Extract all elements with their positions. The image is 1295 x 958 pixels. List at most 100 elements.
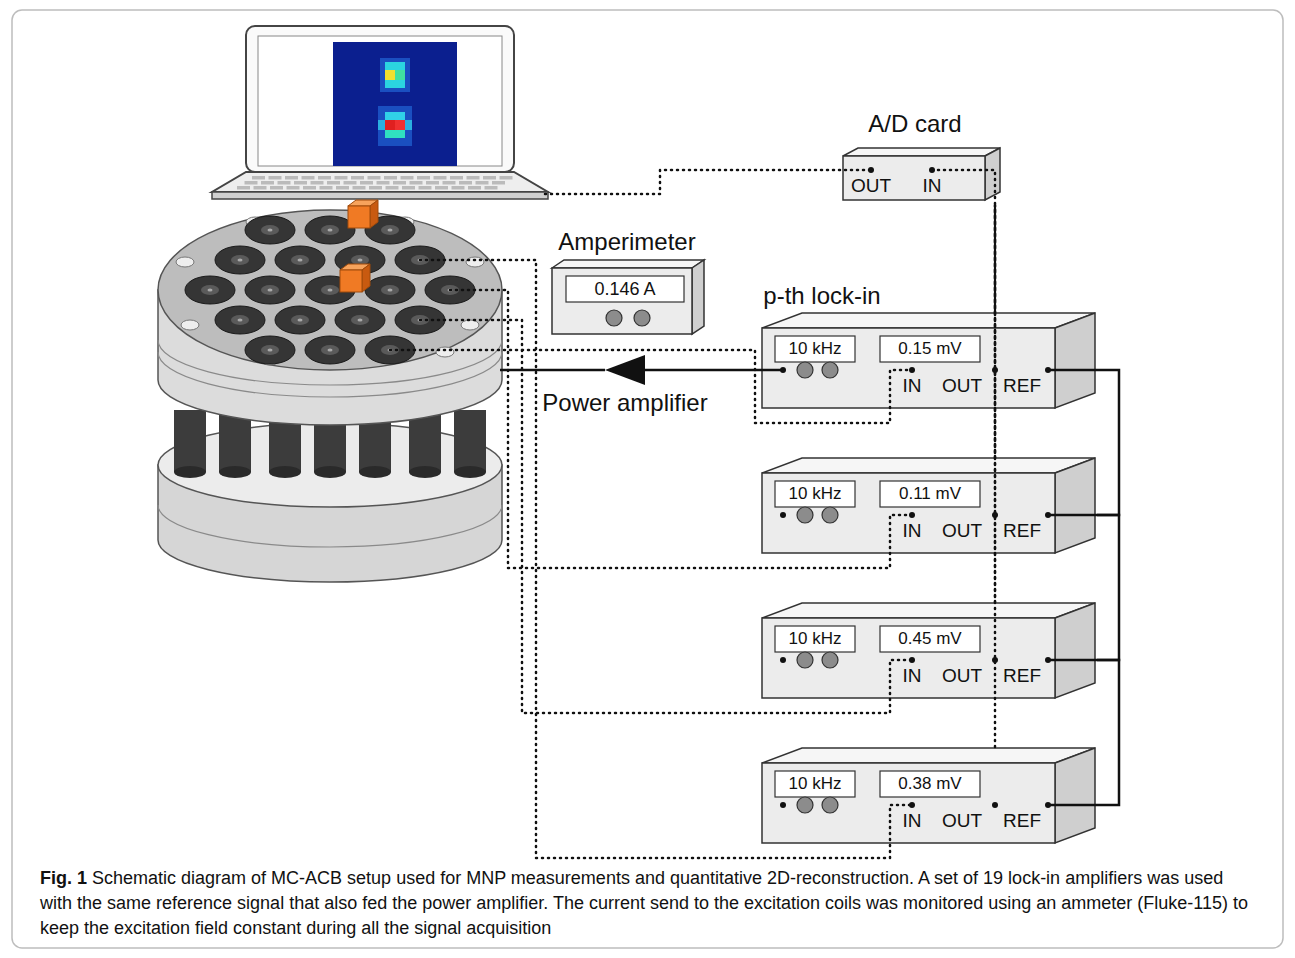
knob (797, 362, 813, 378)
box-top (843, 148, 1000, 156)
coil-core (381, 345, 399, 355)
graphic (405, 120, 412, 130)
box-side (985, 148, 1000, 200)
coil-core (411, 255, 429, 265)
key (419, 186, 432, 190)
coil-column-end (219, 466, 251, 478)
box-top (552, 260, 704, 268)
terminal-label: REF (1003, 665, 1041, 687)
display (775, 771, 855, 797)
amplifier-triangle (605, 355, 645, 385)
reference-connector (645, 369, 762, 372)
coil-core (351, 315, 369, 325)
coil-center (328, 289, 333, 292)
coil (305, 336, 355, 364)
coil (215, 246, 265, 274)
key (384, 176, 397, 180)
knob (822, 797, 838, 813)
key (368, 176, 381, 180)
display-reading: 0.11 mV (899, 484, 961, 504)
graphic (385, 120, 395, 130)
terminal-label: OUT (942, 520, 982, 542)
box-front (552, 268, 692, 334)
coil-center (418, 319, 423, 322)
coil-core (381, 285, 399, 295)
graphic (158, 210, 502, 370)
figure-caption: Fig. 1 Schematic diagram of MC-ACB setup… (40, 866, 1255, 940)
graphic (378, 120, 385, 130)
key (393, 181, 406, 185)
box-outline (762, 312, 1097, 408)
coil-core (201, 285, 219, 295)
display (775, 336, 855, 362)
caption-label: Fig. 1 (40, 868, 87, 888)
key (270, 186, 283, 190)
display (775, 481, 855, 507)
knob (797, 507, 813, 523)
box-side (1055, 313, 1095, 408)
output-terminal (780, 367, 786, 373)
key (476, 181, 489, 185)
coil-center (358, 259, 363, 262)
coil-column-end (314, 466, 346, 478)
graphic (348, 206, 370, 228)
graphic (380, 58, 410, 92)
terminal-label: REF (1003, 520, 1041, 542)
box-front (762, 618, 1055, 698)
display (566, 276, 684, 302)
coil-core (321, 345, 339, 355)
coil-center (268, 289, 273, 292)
coil-core (411, 315, 429, 325)
graphic (395, 120, 405, 130)
terminal-label: OUT (942, 665, 982, 687)
instrument-box: p-th lock-in10 kHz0.15 mVINOUTREF (762, 312, 1097, 408)
coil-core (441, 285, 459, 295)
key (468, 186, 481, 190)
key (500, 176, 513, 180)
box-top (762, 748, 1095, 763)
coil (365, 336, 415, 364)
coil (395, 306, 445, 334)
key (492, 181, 505, 185)
instrument-box: 10 kHz0.38 mVINOUTREF (762, 747, 1097, 843)
knob (797, 797, 813, 813)
display-reading: 0.146 A (594, 279, 655, 300)
coil (395, 246, 445, 274)
knob (634, 310, 650, 326)
terminal-label: OUT (942, 810, 982, 832)
coil-core (261, 225, 279, 235)
display (880, 336, 980, 362)
key (318, 176, 331, 180)
coil-center (328, 349, 333, 352)
amplifier-label: Power amplifier (542, 389, 707, 416)
terminal-label: OUT (942, 375, 982, 397)
terminal-label: IN (903, 665, 922, 687)
coil-array-device (158, 200, 502, 582)
terminal-label: REF (1003, 810, 1041, 832)
key (287, 186, 300, 190)
graphic (385, 112, 405, 120)
coil-center (238, 259, 243, 262)
key (435, 186, 448, 190)
graphic (158, 505, 502, 547)
terminal-label: IN (903, 375, 922, 397)
graphic (461, 320, 479, 330)
box-top (762, 603, 1095, 618)
display-reading: 0.45 mV (898, 629, 961, 649)
coil-core (321, 225, 339, 235)
coil (275, 246, 325, 274)
key (302, 176, 315, 180)
reference-connector (1097, 515, 1119, 660)
box-outline (762, 457, 1097, 553)
key (369, 186, 382, 190)
coil-column-end (409, 466, 441, 478)
graphic (176, 257, 194, 267)
coil-center (388, 349, 393, 352)
key (327, 181, 340, 185)
coil-core (291, 255, 309, 265)
power-wires (500, 370, 1097, 805)
knob (797, 652, 813, 668)
key (426, 181, 439, 185)
display (880, 481, 980, 507)
key (417, 176, 430, 180)
